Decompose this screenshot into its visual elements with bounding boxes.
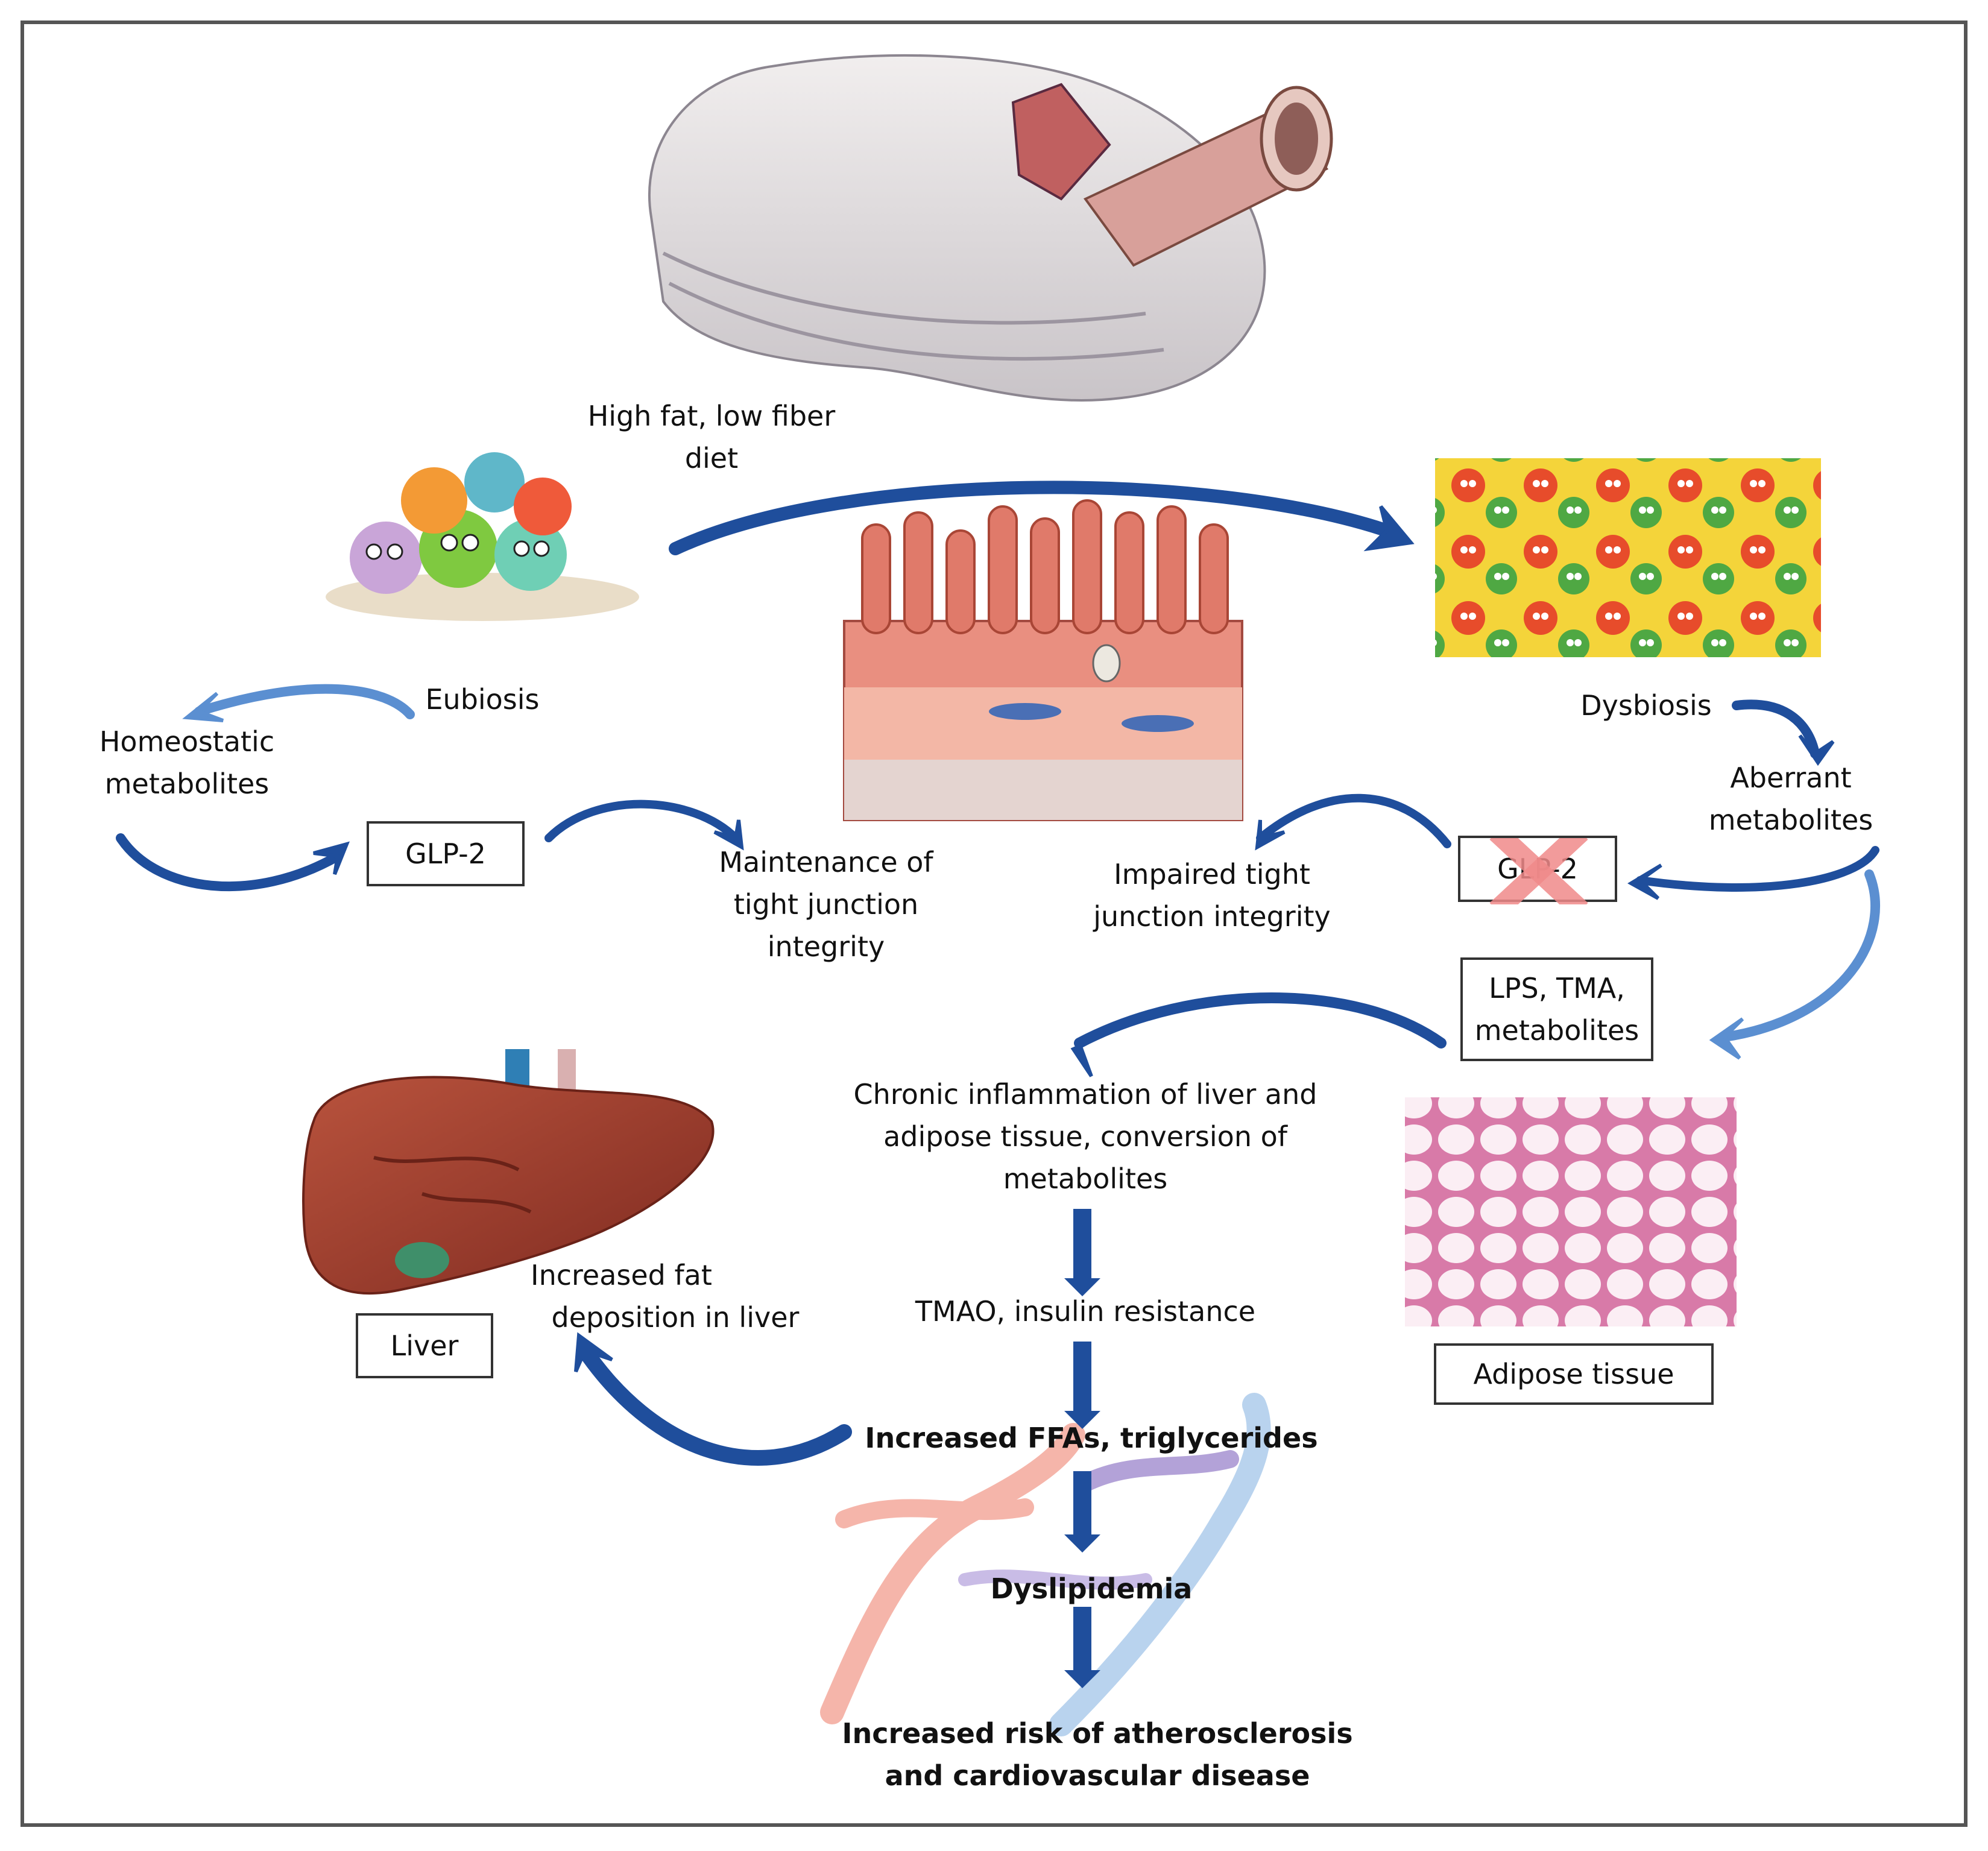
homeostatic-line1: Homeostatic: [99, 725, 275, 758]
chronic-inflammation-label: Chronic inflammation of liver and adipos…: [826, 1073, 1345, 1200]
liver-illustration: [302, 1049, 715, 1295]
dyslipidemia-label: Dyslipidemia: [990, 1572, 1193, 1605]
increased-risk-label: Increased risk of atherosclerosis and ca…: [832, 1712, 1363, 1797]
homeostatic-line2: metabolites: [104, 768, 270, 800]
fat-liver-line1: Increased fat: [531, 1259, 712, 1291]
maintenance-label: Maintenance of tight junction integrity: [681, 841, 971, 968]
risk-line2: and cardiovascular disease: [885, 1759, 1310, 1792]
maintenance-line1: Maintenance of: [719, 846, 933, 878]
dysbiosis-microbes-illustration: [1435, 458, 1821, 657]
fat-liver-line2: deposition in liver: [551, 1301, 800, 1334]
tmao-label: TMAO, insulin resistance: [915, 1295, 1256, 1328]
liver-box: Liver: [356, 1313, 493, 1378]
adipose-tissue-illustration: [1405, 1097, 1737, 1326]
intestine-illustration: [648, 54, 1333, 402]
eubiosis-label: Eubiosis: [425, 683, 540, 716]
intestinal-villi-illustration: [843, 499, 1243, 821]
aberrant-metabolites-label: Aberrant metabolites: [1682, 757, 1899, 841]
increased-ffas-label: Increased FFAs, triglycerides: [865, 1422, 1318, 1454]
aberrant-line1: Aberrant: [1730, 762, 1852, 794]
vertical-flow-arrows: [1064, 1209, 1100, 1688]
diet-label-line2: diet: [684, 442, 739, 475]
chronic-line3: metabolites: [1003, 1162, 1168, 1195]
chronic-line1: Chronic inflammation of liver and: [853, 1078, 1317, 1111]
impaired-line2: junction integrity: [1093, 900, 1331, 933]
lps-tma-box: LPS, TMA, metabolites: [1460, 957, 1653, 1061]
maintenance-line3: integrity: [767, 930, 885, 963]
glp2-left-box: GLP-2: [367, 821, 525, 886]
diet-label: High fat, low fiber diet: [561, 395, 862, 479]
homeostatic-metabolites-label: Homeostatic metabolites: [78, 721, 295, 805]
fat-deposition-label: Increased fat deposition in liver: [531, 1254, 820, 1339]
risk-line1: Increased risk of atherosclerosis: [842, 1717, 1353, 1750]
aberrant-line2: metabolites: [1708, 804, 1873, 836]
eubiosis-microbes-illustration: [326, 452, 639, 621]
dysbiosis-label: Dysbiosis: [1580, 689, 1712, 722]
cross-icon: [1489, 838, 1588, 904]
glp2-right-box: GLP-2: [1458, 836, 1617, 904]
blood-vessels-illustration: [820, 1393, 1271, 1736]
adipose-tissue-box: Adipose tissue: [1434, 1343, 1714, 1405]
diet-label-line1: High fat, low fiber: [587, 400, 836, 432]
chronic-line2: adipose tissue, conversion of: [883, 1120, 1287, 1153]
maintenance-line2: tight junction: [733, 888, 919, 921]
diagram-arrows: [116, 481, 1880, 1466]
lps-line2: metabolites: [1474, 1014, 1639, 1047]
impaired-label: Impaired tight junction integrity: [1061, 853, 1363, 938]
lps-line1: LPS, TMA,: [1489, 972, 1625, 1004]
impaired-line1: Impaired tight: [1114, 858, 1310, 891]
